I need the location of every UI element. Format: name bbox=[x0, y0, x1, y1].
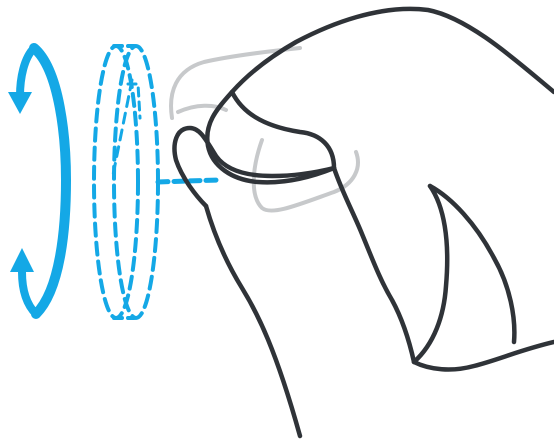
arrow-down-curve bbox=[18, 268, 40, 318]
hand-index-finger bbox=[204, 6, 554, 185]
crown-inner-notch bbox=[126, 82, 142, 120]
ghost-finger-outline bbox=[169, 46, 360, 213]
hand-palm-edge bbox=[331, 165, 417, 365]
hand-knuckle-1 bbox=[411, 183, 450, 365]
hand-index-fingertip bbox=[229, 89, 337, 171]
hand-knuckle-2 bbox=[491, 255, 517, 345]
rotate-both-directions-icon bbox=[8, 43, 72, 319]
crown-inner-detail bbox=[110, 78, 134, 182]
watch-crown-icon bbox=[92, 44, 221, 320]
pinching-hand-icon bbox=[172, 6, 554, 439]
hand-lower-edge bbox=[411, 339, 554, 372]
hand-thumb-base bbox=[203, 203, 303, 439]
arrow-up-head bbox=[8, 92, 32, 114]
hand-right-edge bbox=[427, 183, 497, 261]
hand-thumb bbox=[172, 125, 337, 209]
rotation-arc bbox=[29, 43, 72, 319]
arrow-down-head bbox=[10, 248, 34, 272]
arrow-up-curve bbox=[16, 44, 38, 100]
